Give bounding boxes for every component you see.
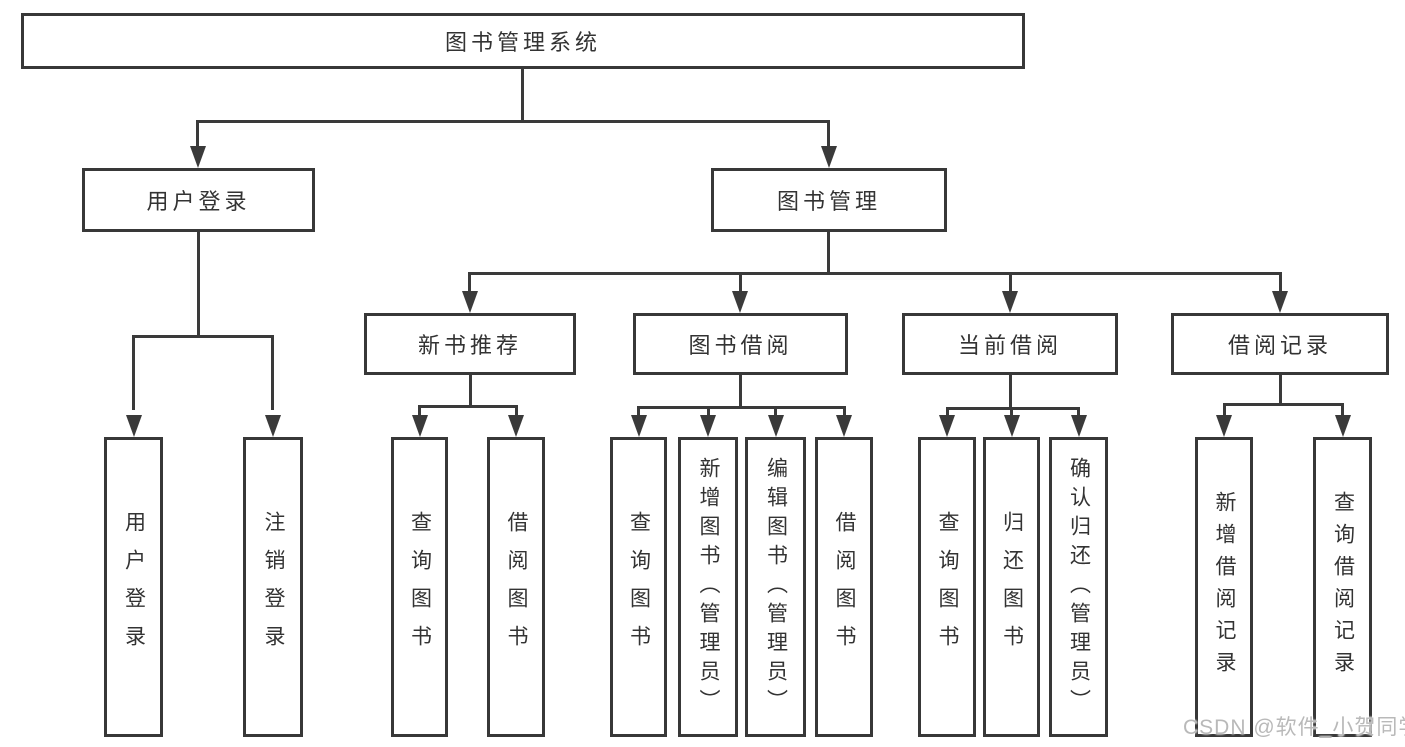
arrow-down-icon bbox=[732, 291, 748, 313]
connector-newbook-stem bbox=[469, 375, 472, 405]
arrow-down-icon bbox=[1335, 415, 1351, 437]
node-edit-books-admin: 编辑图书（管理员） bbox=[745, 437, 806, 737]
connector-records-branch-1 bbox=[1223, 403, 1226, 418]
connector-newbook-rail bbox=[418, 405, 518, 408]
connector-borrow-branch-4 bbox=[843, 406, 846, 418]
connector-bookmgmt-branch-3 bbox=[1009, 272, 1012, 296]
connector-root-branch-left bbox=[196, 120, 199, 150]
connector-current-branch-2 bbox=[1010, 407, 1013, 418]
node-new-book-recommend: 新书推荐 bbox=[364, 313, 576, 375]
connector-borrow-stem bbox=[739, 375, 742, 406]
node-book-management: 图书管理 bbox=[711, 168, 947, 232]
node-query-books-newbook: 查询图书 bbox=[391, 437, 448, 737]
node-user-login-leaf: 用户登录 bbox=[104, 437, 163, 737]
node-query-books-borrow: 查询图书 bbox=[610, 437, 667, 737]
connector-userlogin-branch-1 bbox=[132, 335, 135, 410]
node-borrow-books-borrow: 借阅图书 bbox=[815, 437, 873, 737]
connector-records-stem bbox=[1279, 375, 1282, 403]
arrow-down-icon bbox=[1002, 291, 1018, 313]
arrow-down-icon bbox=[821, 146, 837, 168]
connector-userlogin-branch-2 bbox=[271, 335, 274, 410]
watermark: CSDN @软件_小贺同学 bbox=[1183, 716, 1405, 739]
connector-borrow-branch-3 bbox=[774, 406, 777, 418]
connector-current-branch-1 bbox=[946, 407, 949, 418]
arrow-down-icon bbox=[265, 415, 281, 437]
node-confirm-return-admin: 确认归还（管理员） bbox=[1049, 437, 1108, 737]
connector-bookmgmt-rail bbox=[468, 272, 1281, 275]
node-logout-leaf: 注销登录 bbox=[243, 437, 303, 737]
node-query-books-current: 查询图书 bbox=[918, 437, 976, 737]
connector-bookmgmt-branch-2 bbox=[739, 272, 742, 296]
node-user-login: 用户登录 bbox=[82, 168, 315, 232]
connector-borrow-rail bbox=[637, 406, 845, 409]
connector-records-branch-2 bbox=[1341, 403, 1344, 418]
node-return-books: 归还图书 bbox=[983, 437, 1040, 737]
connector-root-rail bbox=[196, 120, 830, 123]
arrow-down-icon bbox=[190, 146, 206, 168]
arrow-down-icon bbox=[939, 415, 955, 437]
connector-records-rail bbox=[1223, 403, 1343, 406]
connector-root-branch-right bbox=[827, 120, 830, 150]
node-borrow-records: 借阅记录 bbox=[1171, 313, 1389, 375]
arrow-down-icon bbox=[1216, 415, 1232, 437]
node-add-borrow-record: 新增借阅记录 bbox=[1195, 437, 1253, 737]
arrow-down-icon bbox=[1272, 291, 1288, 313]
arrow-down-icon bbox=[700, 415, 716, 437]
arrow-down-icon bbox=[462, 291, 478, 313]
connector-newbook-branch-1 bbox=[418, 405, 421, 419]
connector-bookmgmt-branch-4 bbox=[1279, 272, 1282, 296]
node-borrow-books-newbook: 借阅图书 bbox=[487, 437, 545, 737]
node-current-borrow: 当前借阅 bbox=[902, 313, 1118, 375]
arrow-down-icon bbox=[631, 415, 647, 437]
connector-current-branch-3 bbox=[1077, 407, 1080, 418]
connector-borrow-branch-1 bbox=[637, 406, 640, 418]
node-query-borrow-record: 查询借阅记录 bbox=[1313, 437, 1372, 737]
connector-bookmgmt-stem bbox=[827, 232, 830, 272]
connector-root-stem bbox=[521, 69, 524, 120]
connector-newbook-branch-2 bbox=[515, 405, 518, 419]
node-add-books-admin: 新增图书（管理员） bbox=[678, 437, 738, 737]
connector-userlogin-stem bbox=[197, 232, 200, 335]
arrow-down-icon bbox=[508, 415, 524, 437]
arrow-down-icon bbox=[768, 415, 784, 437]
arrow-down-icon bbox=[412, 415, 428, 437]
connector-userlogin-rail bbox=[132, 335, 274, 338]
arrow-down-icon bbox=[1004, 415, 1020, 437]
node-library-system: 图书管理系统 bbox=[21, 13, 1025, 69]
arrow-down-icon bbox=[1071, 415, 1087, 437]
node-book-borrow: 图书借阅 bbox=[633, 313, 848, 375]
connector-bookmgmt-branch-1 bbox=[468, 272, 471, 296]
connector-current-stem bbox=[1009, 375, 1012, 407]
arrow-down-icon bbox=[126, 415, 142, 437]
connector-borrow-branch-2 bbox=[707, 406, 710, 418]
arrow-down-icon bbox=[836, 415, 852, 437]
